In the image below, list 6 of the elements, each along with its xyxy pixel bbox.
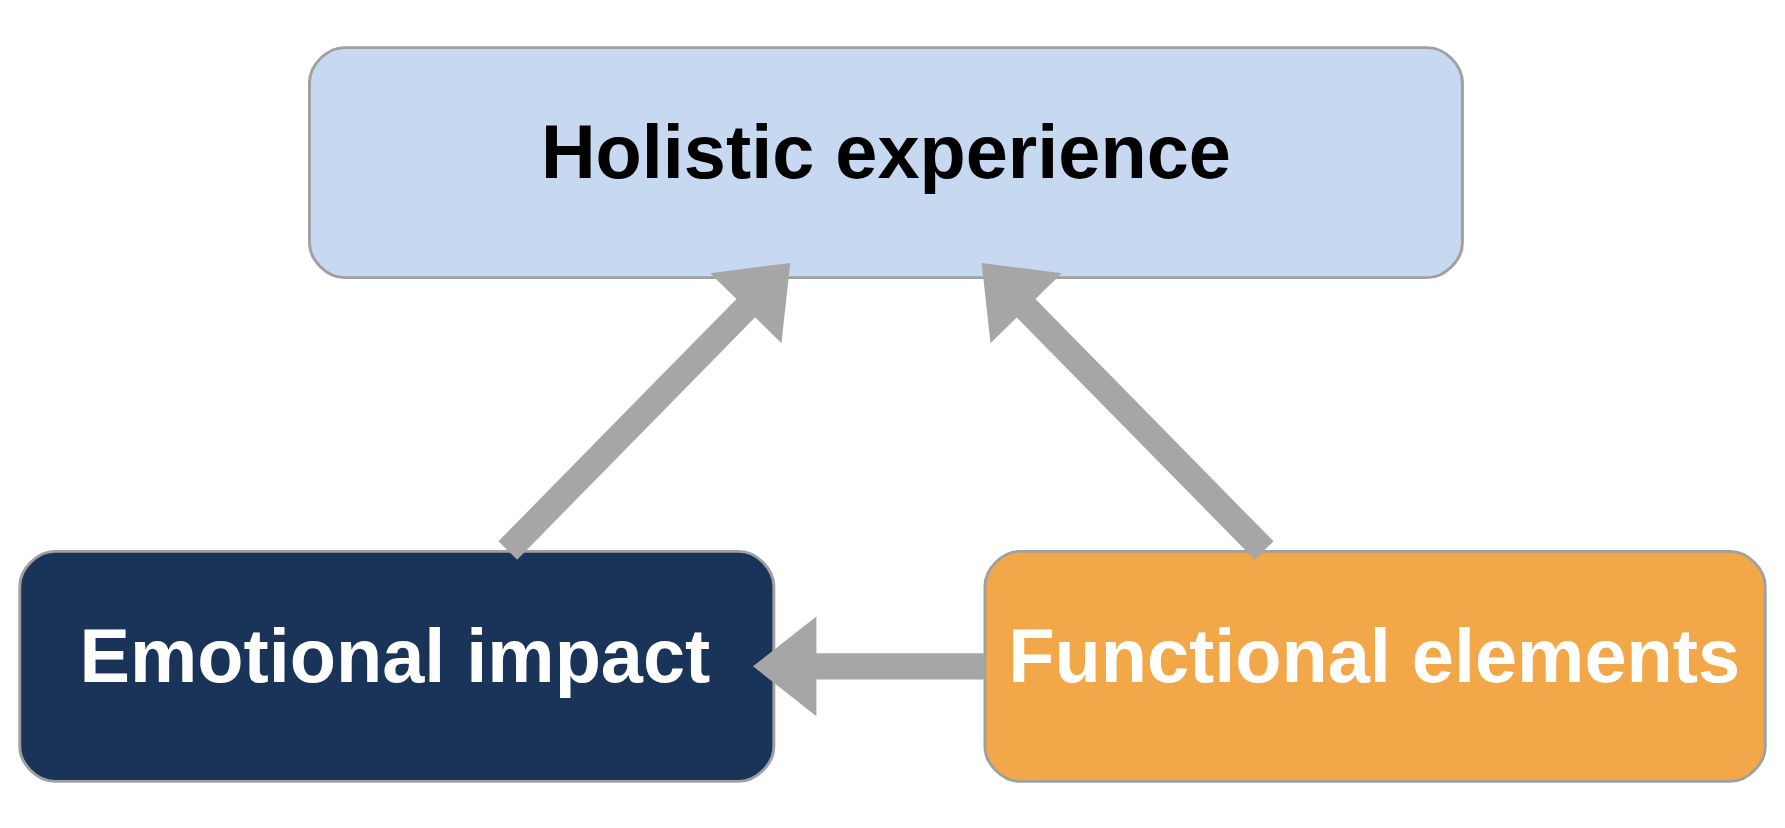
- arrow: [498, 262, 791, 560]
- node-box: Emotional impact: [18, 549, 776, 783]
- node-box: Functional elements: [983, 549, 1767, 783]
- node-box: Holistic experience: [308, 45, 1464, 279]
- arrow: [753, 615, 985, 716]
- arrow: [981, 262, 1274, 560]
